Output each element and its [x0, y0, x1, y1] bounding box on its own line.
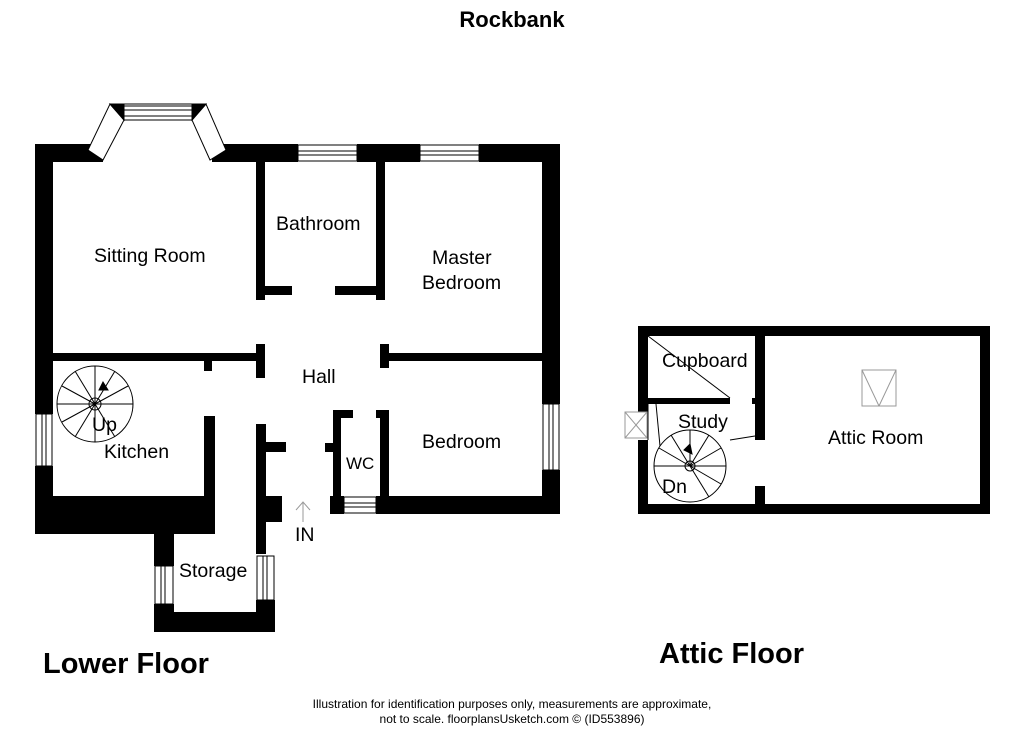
entrance-arrow: [295, 501, 311, 522]
room-kitchen: Kitchen: [104, 441, 170, 463]
room-bedroom: Bedroom: [422, 431, 502, 453]
room-sitting-room: Sitting Room: [94, 245, 206, 267]
room-wc: WC: [346, 454, 375, 473]
room-attic-room: Attic Room: [828, 427, 924, 449]
attic-floor-walls: [638, 326, 990, 514]
room-storage: Storage: [179, 560, 248, 582]
stair-down-label: Dn: [662, 476, 687, 498]
lower-floor-windows: [35, 103, 560, 605]
plan-title: Rockbank: [459, 7, 565, 32]
attic-details: [624, 335, 897, 503]
lower-floor-walls: [35, 144, 560, 632]
room-study: Study: [678, 411, 728, 433]
room-master-bedroom-line1: Master: [432, 247, 492, 269]
room-cupboard: Cupboard: [662, 350, 748, 372]
disclaimer-line-2: not to scale. floorplansUsketch.com © (I…: [379, 712, 645, 726]
lower-spiral-stair: [56, 365, 134, 443]
room-bathroom: Bathroom: [276, 213, 361, 235]
lower-floor-heading: Lower Floor: [43, 648, 209, 680]
disclaimer-line-1: Illustration for identification purposes…: [312, 697, 712, 711]
room-hall: Hall: [302, 366, 336, 388]
stair-up-label: Up: [92, 414, 117, 436]
disclaimer: Illustration for identification purposes…: [0, 697, 1024, 727]
attic-floor-heading: Attic Floor: [659, 638, 804, 670]
entrance-label: IN: [295, 524, 315, 546]
room-master-bedroom-line2: Bedroom: [422, 272, 502, 294]
